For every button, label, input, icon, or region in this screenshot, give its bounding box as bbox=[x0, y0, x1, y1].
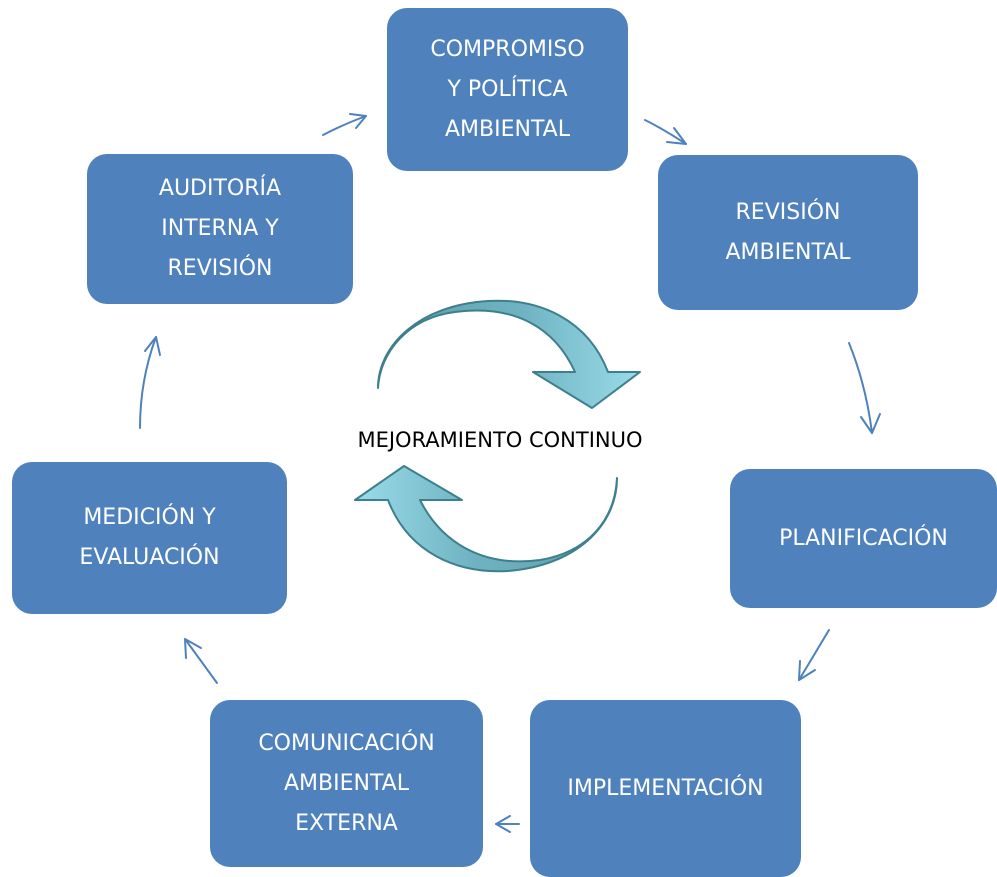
connector-implementacion-comunicacion bbox=[495, 815, 520, 833]
step-label-line: MEDICIÓN Y bbox=[83, 505, 216, 530]
step-label-line: REVISIÓN bbox=[735, 199, 841, 225]
step-label-line: REVISIÓN bbox=[167, 256, 273, 281]
step-label-line: EVALUACIÓN bbox=[79, 545, 220, 570]
step-label-line: AMBIENTAL bbox=[283, 770, 409, 796]
connector-compromiso-revision bbox=[644, 119, 687, 145]
step-auditoria-interna-revision: AUDITORÍA INTERNA Y REVISIÓN bbox=[87, 154, 353, 304]
step-label-line: AMBIENTAL bbox=[725, 239, 851, 265]
step-comunicacion-ambiental-externa: COMUNICACIÓN AMBIENTAL EXTERNA bbox=[210, 700, 483, 867]
connector-comunicacion-medicion bbox=[184, 638, 218, 684]
step-medicion-evaluacion: MEDICIÓN Y EVALUACIÓN bbox=[12, 462, 287, 614]
cycle-arrow-top-icon bbox=[377, 299, 641, 409]
connector-revision-planificacion bbox=[848, 342, 881, 434]
step-label-line: INTERNA Y bbox=[161, 216, 279, 241]
step-label-line: AMBIENTAL bbox=[444, 116, 570, 142]
center-label: MEJORAMIENTO CONTINUO bbox=[357, 428, 643, 452]
step-revision-ambiental: REVISIÓN AMBIENTAL bbox=[658, 155, 918, 310]
step-label-line: COMPROMISO bbox=[430, 36, 585, 62]
step-implementacion: IMPLEMENTACIÓN bbox=[530, 700, 801, 877]
step-label-line: AUDITORÍA bbox=[158, 176, 282, 201]
step-label-line: Y POLÍTICA bbox=[447, 76, 568, 102]
step-compromiso-politica-ambiental: COMPROMISO Y POLÍTICA AMBIENTAL bbox=[387, 8, 628, 171]
step-label-line: PLANIFICACIÓN bbox=[779, 525, 948, 551]
step-label-line: EXTERNA bbox=[295, 810, 398, 836]
step-planificacion: PLANIFICACIÓN bbox=[730, 469, 997, 608]
connector-planificacion-implementacion bbox=[798, 629, 830, 681]
connector-auditoria-compromiso bbox=[322, 113, 367, 136]
cycle-arrow-bottom-icon bbox=[354, 465, 618, 573]
cycle-arrows-icon bbox=[354, 299, 641, 573]
step-label-line: IMPLEMENTACIÓN bbox=[567, 775, 764, 801]
step-label-line: COMUNICACIÓN bbox=[258, 730, 435, 756]
connector-medicion-auditoria bbox=[139, 336, 161, 429]
